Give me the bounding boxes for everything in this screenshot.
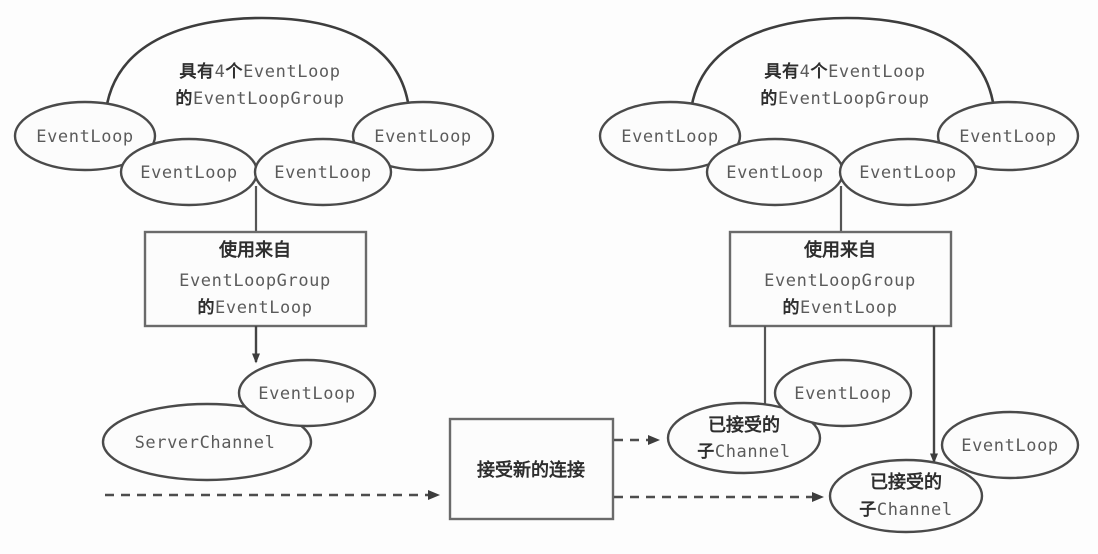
eventloop-label: EventLoop bbox=[258, 384, 356, 404]
right-eventloop-ellipses: EventLoop EventLoop EventLoop EventLoop bbox=[598, 100, 1080, 207]
eventloop-label: EventLoop bbox=[621, 127, 719, 147]
eventloop-ellipse-mid-right[interactable] bbox=[253, 137, 393, 207]
left-box-line1: 使用来自 bbox=[218, 239, 291, 261]
eventloop-label: EventLoop bbox=[859, 163, 957, 183]
eventloop-ellipse-far-left[interactable] bbox=[598, 100, 742, 172]
eventloop-label: EventLoop bbox=[140, 163, 238, 183]
left-box-line2: EventLoopGroup bbox=[179, 271, 331, 291]
left-group-caption-line1: 具有4个EventLoop bbox=[178, 61, 340, 82]
right-box-line2: EventLoopGroup bbox=[764, 271, 916, 291]
accept-new-connection-box[interactable] bbox=[448, 417, 615, 521]
eventloop-ellipse-far-left[interactable] bbox=[13, 100, 157, 172]
accepted-child-channel-ellipse-upper[interactable] bbox=[666, 401, 822, 475]
eventloop-ellipse-far-right[interactable] bbox=[351, 100, 495, 172]
left-selected-eventloop-ellipse[interactable] bbox=[237, 358, 377, 428]
left-eventloop-ellipses: EventLoop EventLoop EventLoop EventLoop bbox=[13, 100, 495, 207]
accepted-child-line2: 子Channel bbox=[859, 500, 952, 520]
assigned-eventloop-ellipse-lower[interactable] bbox=[940, 410, 1080, 480]
left-box-line3: 的EventLoop bbox=[197, 297, 312, 318]
cloud-arc-left bbox=[103, 16, 412, 123]
server-channel-label: ServerChannel bbox=[135, 433, 276, 453]
accept-new-connection-label: 接受新的连接 bbox=[477, 459, 585, 481]
accepted-child-line1: 已接受的 bbox=[870, 471, 942, 493]
server-channel-ellipse[interactable] bbox=[101, 402, 313, 482]
accepted-child-line2: 子Channel bbox=[697, 442, 790, 462]
eventloop-label: EventLoop bbox=[374, 127, 472, 147]
right-box-line1: 使用来自 bbox=[803, 239, 876, 261]
right-use-eventloop-box[interactable] bbox=[728, 230, 953, 328]
accepted-child-channel-ellipse-lower[interactable] bbox=[828, 458, 984, 534]
left-use-eventloop-box[interactable] bbox=[143, 230, 368, 328]
eventloop-label: EventLoop bbox=[794, 384, 892, 404]
left-group-caption-line2: 的EventLoopGroup bbox=[175, 88, 344, 109]
eventloop-label: EventLoop bbox=[36, 127, 134, 147]
left-event-loop-group: EventLoop EventLoop EventLoop EventLoop … bbox=[13, 16, 495, 482]
eventloop-label: EventLoop bbox=[274, 163, 372, 183]
accept-new-connection-group: 接受新的连接 bbox=[105, 417, 824, 521]
eventloop-label: EventLoop bbox=[961, 436, 1059, 456]
right-box-line3: 的EventLoop bbox=[782, 297, 897, 318]
eventloop-label: EventLoop bbox=[726, 163, 824, 183]
eventloop-ellipse-mid-right[interactable] bbox=[838, 137, 978, 207]
right-group-caption-line1: 具有4个EventLoop bbox=[763, 61, 925, 82]
eventloop-ellipse-far-right[interactable] bbox=[936, 100, 1080, 172]
right-group-caption-line2: 的EventLoopGroup bbox=[760, 88, 929, 109]
assigned-eventloop-ellipse-upper[interactable] bbox=[773, 358, 913, 428]
cloud-arc-right bbox=[688, 16, 997, 123]
eventloop-label: EventLoop bbox=[959, 127, 1057, 147]
accepted-child-line1: 已接受的 bbox=[708, 414, 780, 436]
right-event-loop-group: EventLoop EventLoop EventLoop EventLoop … bbox=[598, 16, 1080, 534]
